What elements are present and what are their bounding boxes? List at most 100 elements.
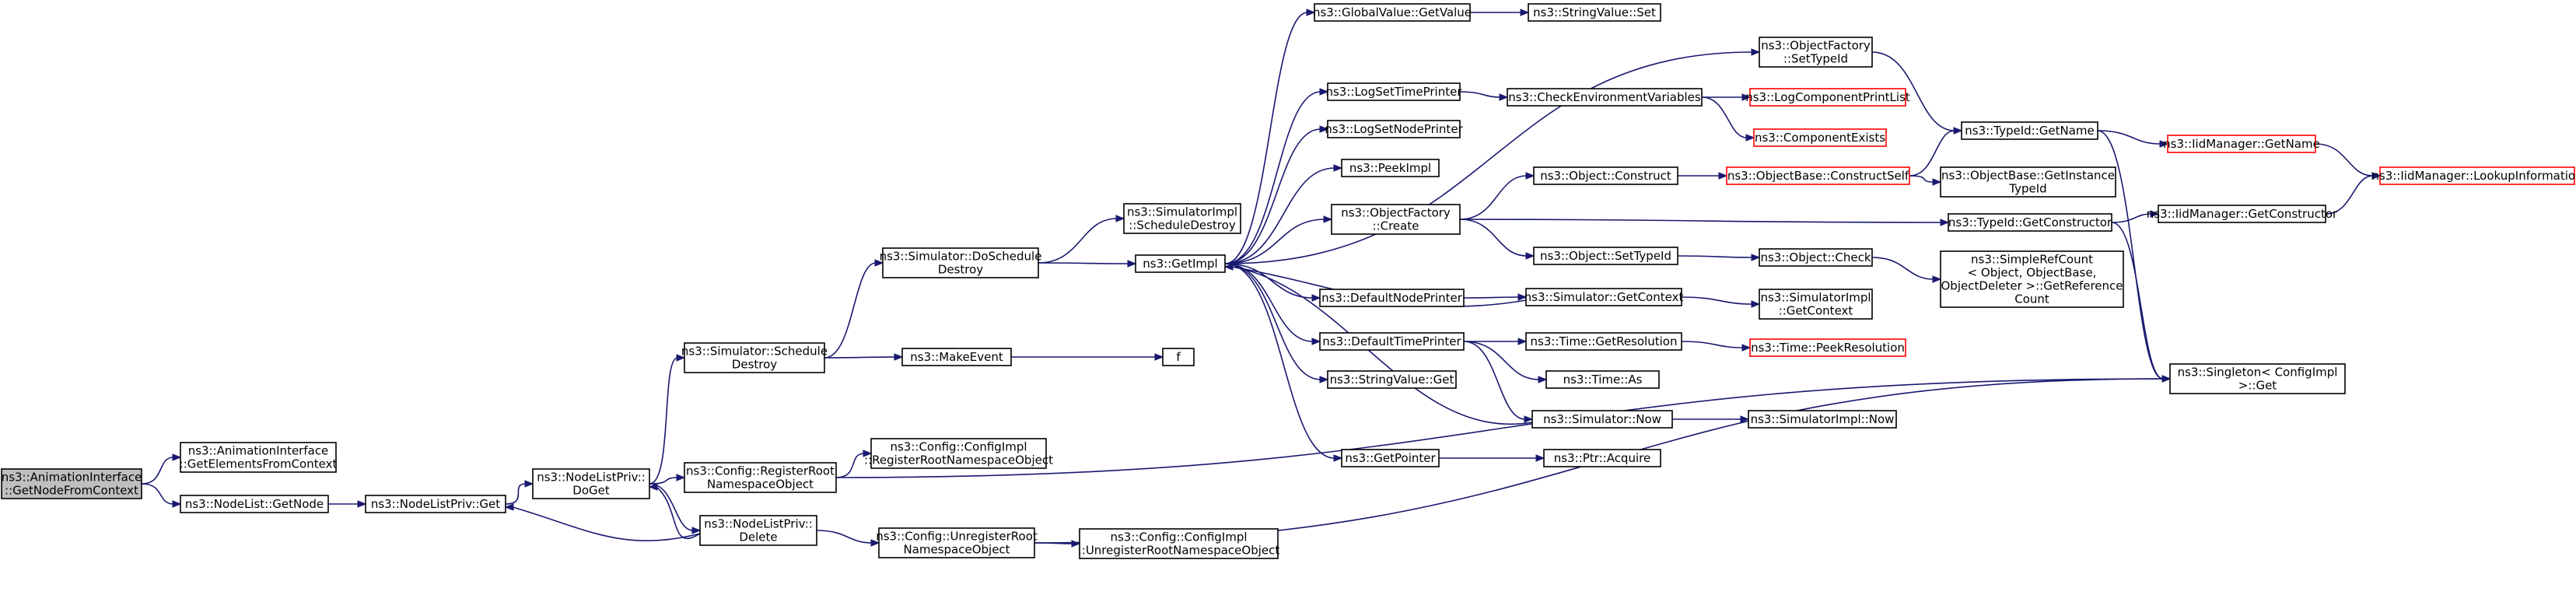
edge-line [824, 262, 877, 359]
graph-node[interactable]: ns3::IidManager::GetName [2163, 135, 2320, 153]
graph-node[interactable]: ns3::GetPointer [1341, 449, 1440, 467]
edge-arrowhead [2159, 140, 2169, 148]
edge-line [1463, 341, 1526, 420]
graph-node[interactable]: ns3::Simulator::Now [1531, 410, 1673, 429]
graph-node[interactable]: ns3::AnimationInterface::GetElementsFrom… [180, 442, 338, 473]
edge-arrowhead [1517, 338, 1528, 345]
graph-node[interactable]: ns3::Time::GetResolution [1525, 332, 1682, 351]
node-label: ::RegisterRootNamespaceObject [864, 453, 1053, 467]
node-label: ns3::LogSetTimePrinter [1325, 85, 1462, 99]
graph-node[interactable]: ns3::Ptr::Acquire [1543, 449, 1661, 467]
edge-line [1224, 167, 1335, 264]
graph-node[interactable]: ns3::Object::Construct [1533, 166, 1678, 185]
graph-node[interactable]: ns3::Config::RegisterRootNamespaceObject [684, 462, 837, 493]
node-label: ns3::AnimationInterface [188, 444, 329, 458]
graph-node[interactable]: ns3::StringValue::Set [1528, 3, 1661, 22]
graph-node[interactable]: ns3::Object::SetTypeId [1533, 247, 1678, 265]
graph-node[interactable]: ns3::Config::ConfigImpl::RegisterRootNam… [864, 438, 1053, 469]
edge-arrowhead [691, 527, 702, 534]
node-box [901, 348, 1012, 366]
edge-line [1224, 91, 1321, 264]
edge-arrowhead [172, 500, 182, 508]
node-label: ns3::Simulator::Schedule [681, 345, 828, 359]
edge-arrowhead [1953, 127, 1963, 135]
graph-node[interactable]: ns3::LogComponentPrintList [1745, 88, 1910, 107]
graph-node[interactable]: ns3::Time::PeekResolution [1749, 338, 1906, 357]
edge-line [1231, 266, 1533, 425]
graph-node[interactable]: ns3::Singleton< ConfigImpl >::Get [2169, 363, 2346, 394]
edge-arrowhead [1745, 134, 1755, 142]
graph-node[interactable]: ns3::ComponentExists [1753, 128, 1887, 147]
graph-node[interactable]: ns3::StringValue::Get [1327, 370, 1457, 389]
graph-node[interactable]: ns3::Config::ConfigImpl::UnregisterRootN… [1078, 528, 1280, 559]
graph-node[interactable]: ns3::GetImpl [1135, 254, 1226, 273]
graph-node[interactable]: ns3::TypeId::GetConstructor [1948, 213, 2112, 232]
graph-node[interactable]: ns3::SimulatorImpl::Now [1748, 410, 1897, 429]
node-label: ns3::Object::SetTypeId [1540, 249, 1671, 263]
node-label: ns3::StringValue::Set [1533, 5, 1656, 19]
graph-node[interactable]: ns3::DefaultNodePrinter [1319, 289, 1465, 307]
node-label: ns3::StringValue::Get [1330, 373, 1454, 387]
node-box [1543, 449, 1661, 467]
graph-node[interactable]: ns3::IidManager::LookupInformation [2371, 166, 2576, 185]
graph-node[interactable]: ns3::NodeListPriv::DoGet [532, 468, 650, 499]
edge-arrowhead [1741, 344, 1752, 352]
graph-node[interactable]: f [1162, 348, 1195, 366]
edge-arrowhead [1718, 172, 1728, 180]
edge-line [141, 483, 174, 505]
graph-node[interactable]: ns3::TypeId::GetName [1961, 121, 2098, 140]
node-label: ns3::Simulator::Now [1543, 412, 1661, 426]
node-label: ns3::Time::As [1563, 373, 1643, 387]
edge-arrowhead [1154, 353, 1164, 361]
graph-node[interactable]: ns3::ObjectFactory::SetTypeId [1759, 37, 1873, 68]
graph-node[interactable]: ns3::MakeEvent [901, 348, 1012, 366]
graph-node[interactable]: ns3::Simulator::GetContext [1524, 288, 1684, 306]
node-label: ns3::NodeListPriv:: [704, 517, 813, 531]
node-box [882, 247, 1039, 278]
graph-node[interactable]: ns3::Time::As [1545, 370, 1660, 389]
graph-node[interactable]: ns3::LogSetTimePrinter [1325, 82, 1462, 101]
node-box [1327, 82, 1461, 101]
edge-arrowhead [1751, 48, 1761, 56]
node-box [1533, 166, 1678, 185]
node-box [1940, 166, 2116, 198]
node-label: ns3::DefaultTimePrinter [1322, 334, 1461, 348]
node-label: ::Create [1373, 219, 1419, 233]
graph-node[interactable]: ns3::Simulator::ScheduleDestroy [681, 342, 828, 373]
node-box [2169, 363, 2346, 394]
edge-line [2111, 213, 2152, 223]
graph-node[interactable]: ns3::Object::Check [1759, 248, 1873, 267]
graph-node[interactable]: ns3::GlobalValue::GetValue [1313, 3, 1472, 22]
edge-arrowhead [2161, 375, 2172, 383]
node-label: ObjectDeleter >::GetReference [1941, 279, 2123, 293]
graph-node[interactable]: ns3::AnimationInterface::GetNodeFromCont… [1, 468, 142, 499]
graph-node[interactable]: ns3::NodeList::GetNode [180, 495, 329, 513]
graph-node[interactable]: ns3::DefaultTimePrinter [1319, 332, 1465, 351]
graph-node[interactable]: ns3::LogSetNodePrinter [1325, 120, 1464, 138]
node-box [699, 515, 817, 546]
edge-line [1463, 296, 1520, 299]
graph-node[interactable]: ns3::Config::UnregisterRootNamespaceObje… [876, 527, 1038, 558]
node-label: NamespaceObject [707, 478, 814, 492]
edge-line [1224, 263, 1335, 459]
node-label: ns3::SimpleRefCount [1971, 253, 2093, 267]
graph-node[interactable]: ns3::NodeListPriv::Delete [699, 515, 817, 546]
graph-node[interactable]: ns3::ObjectFactory::Create [1331, 204, 1461, 235]
graph-node[interactable]: ns3::SimulatorImpl::ScheduleDestroy [1123, 203, 1241, 234]
node-box [1531, 410, 1673, 429]
graph-node[interactable]: ns3::SimpleRefCount< Object, ObjectBase,… [1940, 250, 2124, 308]
graph-node[interactable]: ns3::CheckEnvironmentVariables [1507, 88, 1703, 107]
edge-line [2097, 130, 2161, 145]
edge-line [1224, 219, 1325, 264]
node-label: ns3::NodeList::GetNode [185, 497, 324, 511]
edge-arrowhead [1517, 293, 1528, 301]
node-box [870, 438, 1047, 469]
graph-node[interactable]: ns3::SimulatorImpl::GetContext [1759, 289, 1873, 320]
graph-node[interactable]: ns3::ObjectBase::ConstructSelf [1726, 166, 1910, 185]
graph-node[interactable]: ns3::IidManager::GetConstructor [2147, 205, 2338, 223]
graph-node[interactable]: ns3::NodeListPriv::Get [365, 495, 506, 513]
edge-arrowhead [676, 354, 686, 362]
graph-node[interactable]: ns3::PeekImpl [1341, 159, 1440, 177]
